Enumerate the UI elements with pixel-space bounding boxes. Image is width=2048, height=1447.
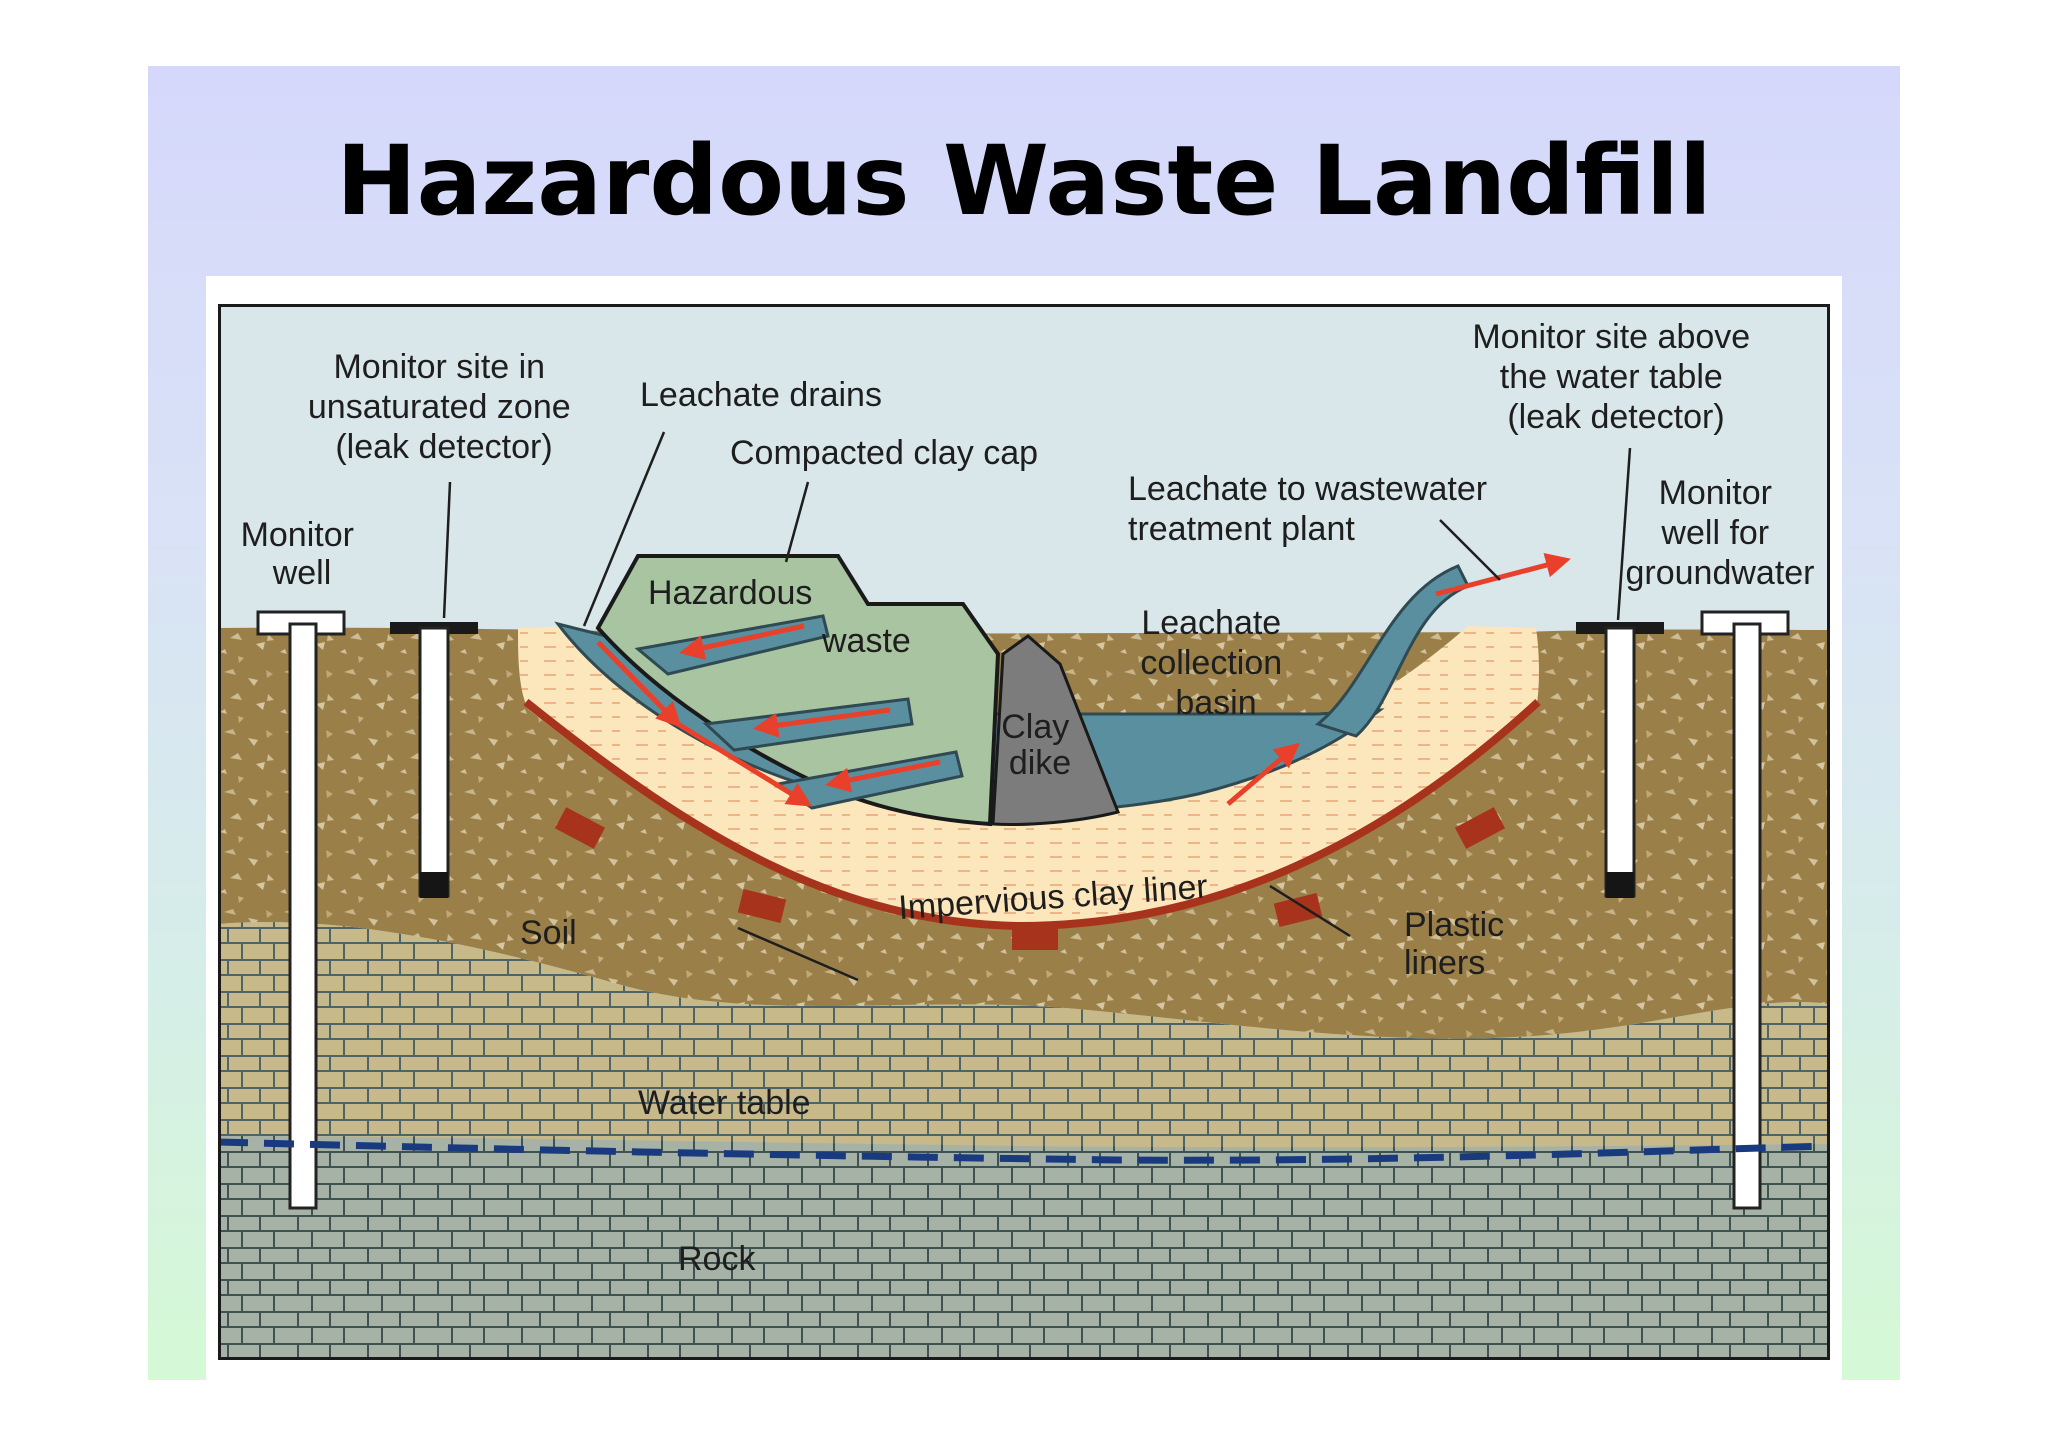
figure-frame: Monitor site in unsaturated zone (leak d… (206, 276, 1842, 1396)
plastic-liner-tabs (554, 807, 1506, 950)
label-monitor-site-above-table: Monitor site above the water table (leak… (1472, 318, 1759, 436)
leachate-outflow-pipe (1314, 564, 1471, 738)
leader-lines (442, 431, 1632, 982)
leachate-flow-arrows (596, 552, 1571, 807)
impervious-clay-liner (518, 626, 1539, 929)
clay-dike (991, 634, 1121, 826)
label-monitor-well-groundwater: Monitor well for groundwater (1625, 474, 1814, 592)
label-leachate-to-wastewater: Leachate to wastewater treatment plant (1128, 470, 1497, 548)
label-compacted-clay-cap: Compacted clay cap (730, 434, 1038, 472)
label-water-table: Water table (638, 1084, 811, 1122)
diagram-border (218, 304, 1830, 1360)
lower-rock-layer (218, 1124, 1830, 1360)
label-monitor-site-unsaturated: Monitor site in unsaturated zone (leak d… (308, 348, 580, 466)
page-title: Hazardous Waste Landfill (336, 125, 1712, 237)
landfill-diagram: Monitor site in unsaturated zone (leak d… (218, 304, 1830, 1360)
label-soil: Soil (520, 914, 577, 952)
slide-background: Hazardous Waste Landfill (148, 66, 1900, 1396)
upper-rock-layer (218, 922, 1830, 1148)
monitor-well-right (1700, 610, 1790, 1210)
label-rock: Rock (678, 1240, 756, 1278)
label-clay-dike: Clay dike (1001, 708, 1078, 782)
label-hazardous-waste: Hazardous waste (648, 574, 911, 660)
label-leachate-drains: Leachate drains (640, 376, 882, 414)
monitor-well-left (256, 610, 346, 1210)
leak-detector-left (390, 622, 478, 898)
plastic-liner-line (523, 698, 1541, 931)
label-plastic-liners: Plastic liners (1404, 906, 1514, 982)
leak-detector-right (1576, 622, 1664, 898)
label-leachate-collection-basin: Leachate collection basin (1140, 604, 1291, 722)
label-monitor-well-left: Monitor well (241, 516, 364, 592)
